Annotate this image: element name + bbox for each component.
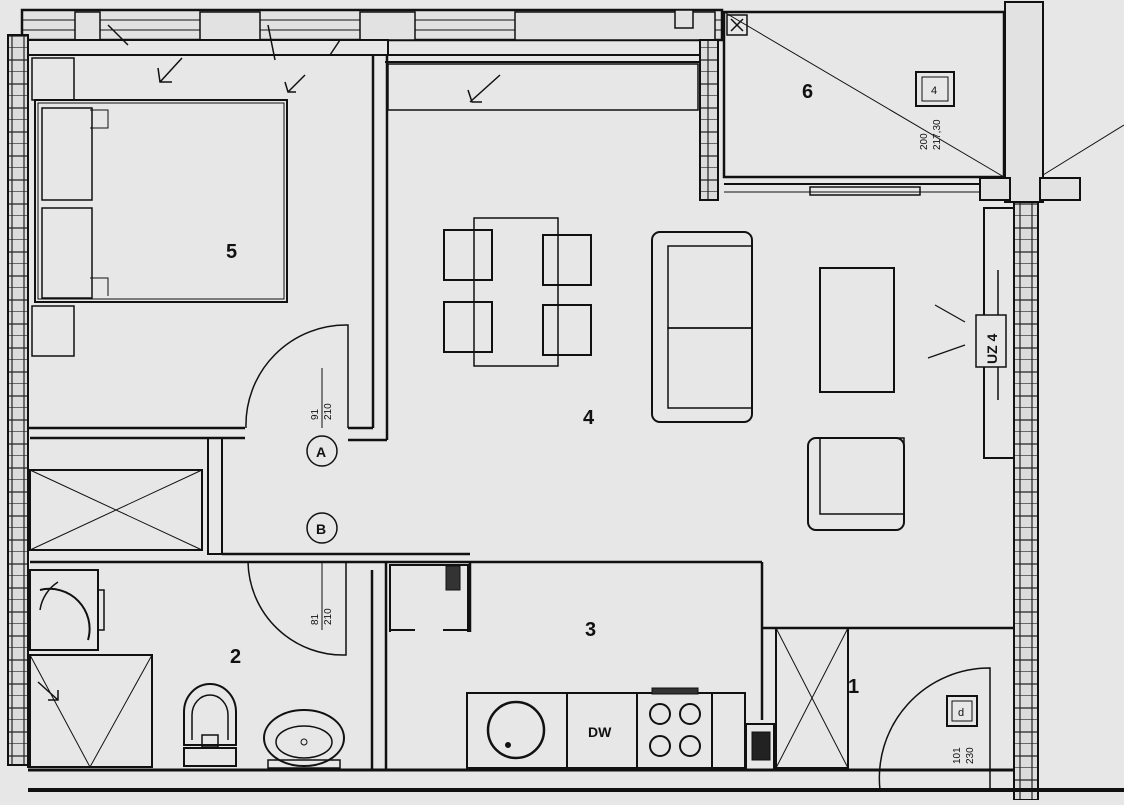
balcony-door-tag — [915, 71, 955, 107]
toilet — [183, 683, 237, 767]
bedroom — [28, 24, 389, 442]
door-a-width: 91 — [310, 408, 321, 420]
entrance-door-swing — [878, 667, 991, 791]
cooktop — [649, 703, 701, 757]
armchair — [807, 437, 905, 531]
door-a-mark: A — [316, 444, 326, 460]
door-b-tag — [306, 512, 338, 544]
left-wall — [7, 34, 29, 766]
dishwasher-label: DW — [588, 724, 612, 740]
double-bed — [34, 99, 288, 303]
dining-table — [443, 217, 592, 367]
balcony-door-mark: 4 — [931, 85, 937, 97]
door-b-mark: B — [316, 521, 326, 537]
radiator-label: UZ 4 — [984, 333, 1000, 364]
room-4-number: 4 — [583, 407, 595, 429]
room-3-number: 3 — [585, 619, 596, 641]
door-a-height: 210 — [323, 403, 334, 420]
right-wall — [1013, 199, 1039, 801]
corridor — [29, 437, 470, 656]
room-2-number: 2 — [230, 646, 241, 668]
door-b-height: 210 — [323, 608, 334, 625]
balcony-door-width: 200 — [919, 133, 930, 150]
balcony-door-height: 217,30 — [932, 119, 943, 150]
entry-door-height: 230 — [965, 747, 976, 764]
room-1-number: 1 — [848, 676, 859, 698]
entry-door-mark: d — [958, 707, 964, 719]
shower-tray — [29, 654, 153, 768]
door-b-width: 81 — [310, 613, 321, 625]
door-a-tag — [306, 435, 338, 467]
door-a-swing — [245, 324, 349, 429]
sofa — [651, 231, 753, 423]
door-b-swing — [247, 561, 347, 656]
balcony-room — [699, 5, 1124, 201]
kitchen-sink — [486, 700, 546, 760]
room-5-number: 5 — [226, 241, 237, 263]
washbasin — [263, 709, 345, 769]
entry-door-width: 101 — [952, 747, 963, 764]
entrance-hall — [760, 627, 991, 791]
living-room — [387, 63, 1015, 531]
coffee-table — [819, 267, 895, 393]
bathroom — [29, 562, 388, 770]
entrance-wardrobe — [775, 627, 849, 769]
wardrobe — [29, 469, 203, 551]
room-6-number: 6 — [802, 81, 813, 103]
outer-walls — [7, 1, 1124, 801]
kitchen — [389, 560, 1014, 771]
